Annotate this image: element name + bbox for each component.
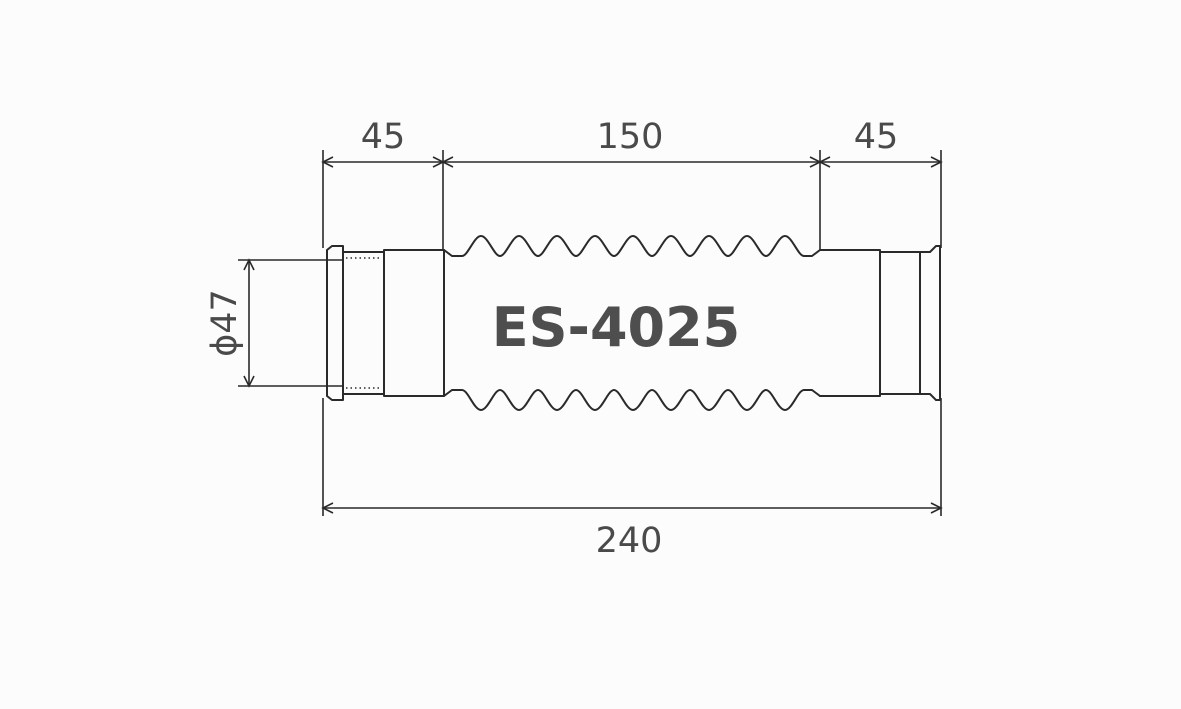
arrow-head xyxy=(930,502,943,514)
model-label: ES-4025 xyxy=(492,296,740,359)
left-collar xyxy=(383,249,445,397)
arrow-head xyxy=(321,156,334,168)
top-dimension-line xyxy=(321,156,943,168)
arrow-head xyxy=(930,156,943,168)
dimension-left-end: 45 xyxy=(361,117,406,157)
arrow-head xyxy=(243,258,255,271)
extension-lines xyxy=(238,150,942,516)
right-collar xyxy=(819,249,881,397)
left-end-flange xyxy=(326,245,344,401)
dimension-bellows: 150 xyxy=(597,117,664,157)
bellows-top-contour xyxy=(443,235,821,257)
part-outline xyxy=(326,235,941,411)
arrow-head xyxy=(321,502,334,514)
diameter-dimension-line xyxy=(243,258,255,388)
dimension-overall: 240 xyxy=(596,521,663,561)
bottom-dimension-line xyxy=(321,502,943,514)
bellows-bottom-contour xyxy=(443,389,821,411)
arrow-head xyxy=(818,156,831,168)
arrow-head xyxy=(441,156,454,168)
dimension-diameter: ϕ47 xyxy=(205,289,245,357)
arrow-head xyxy=(243,375,255,388)
right-end-flange xyxy=(919,245,941,401)
right-end-sleeve xyxy=(879,251,921,395)
dimension-right-end: 45 xyxy=(854,117,899,157)
